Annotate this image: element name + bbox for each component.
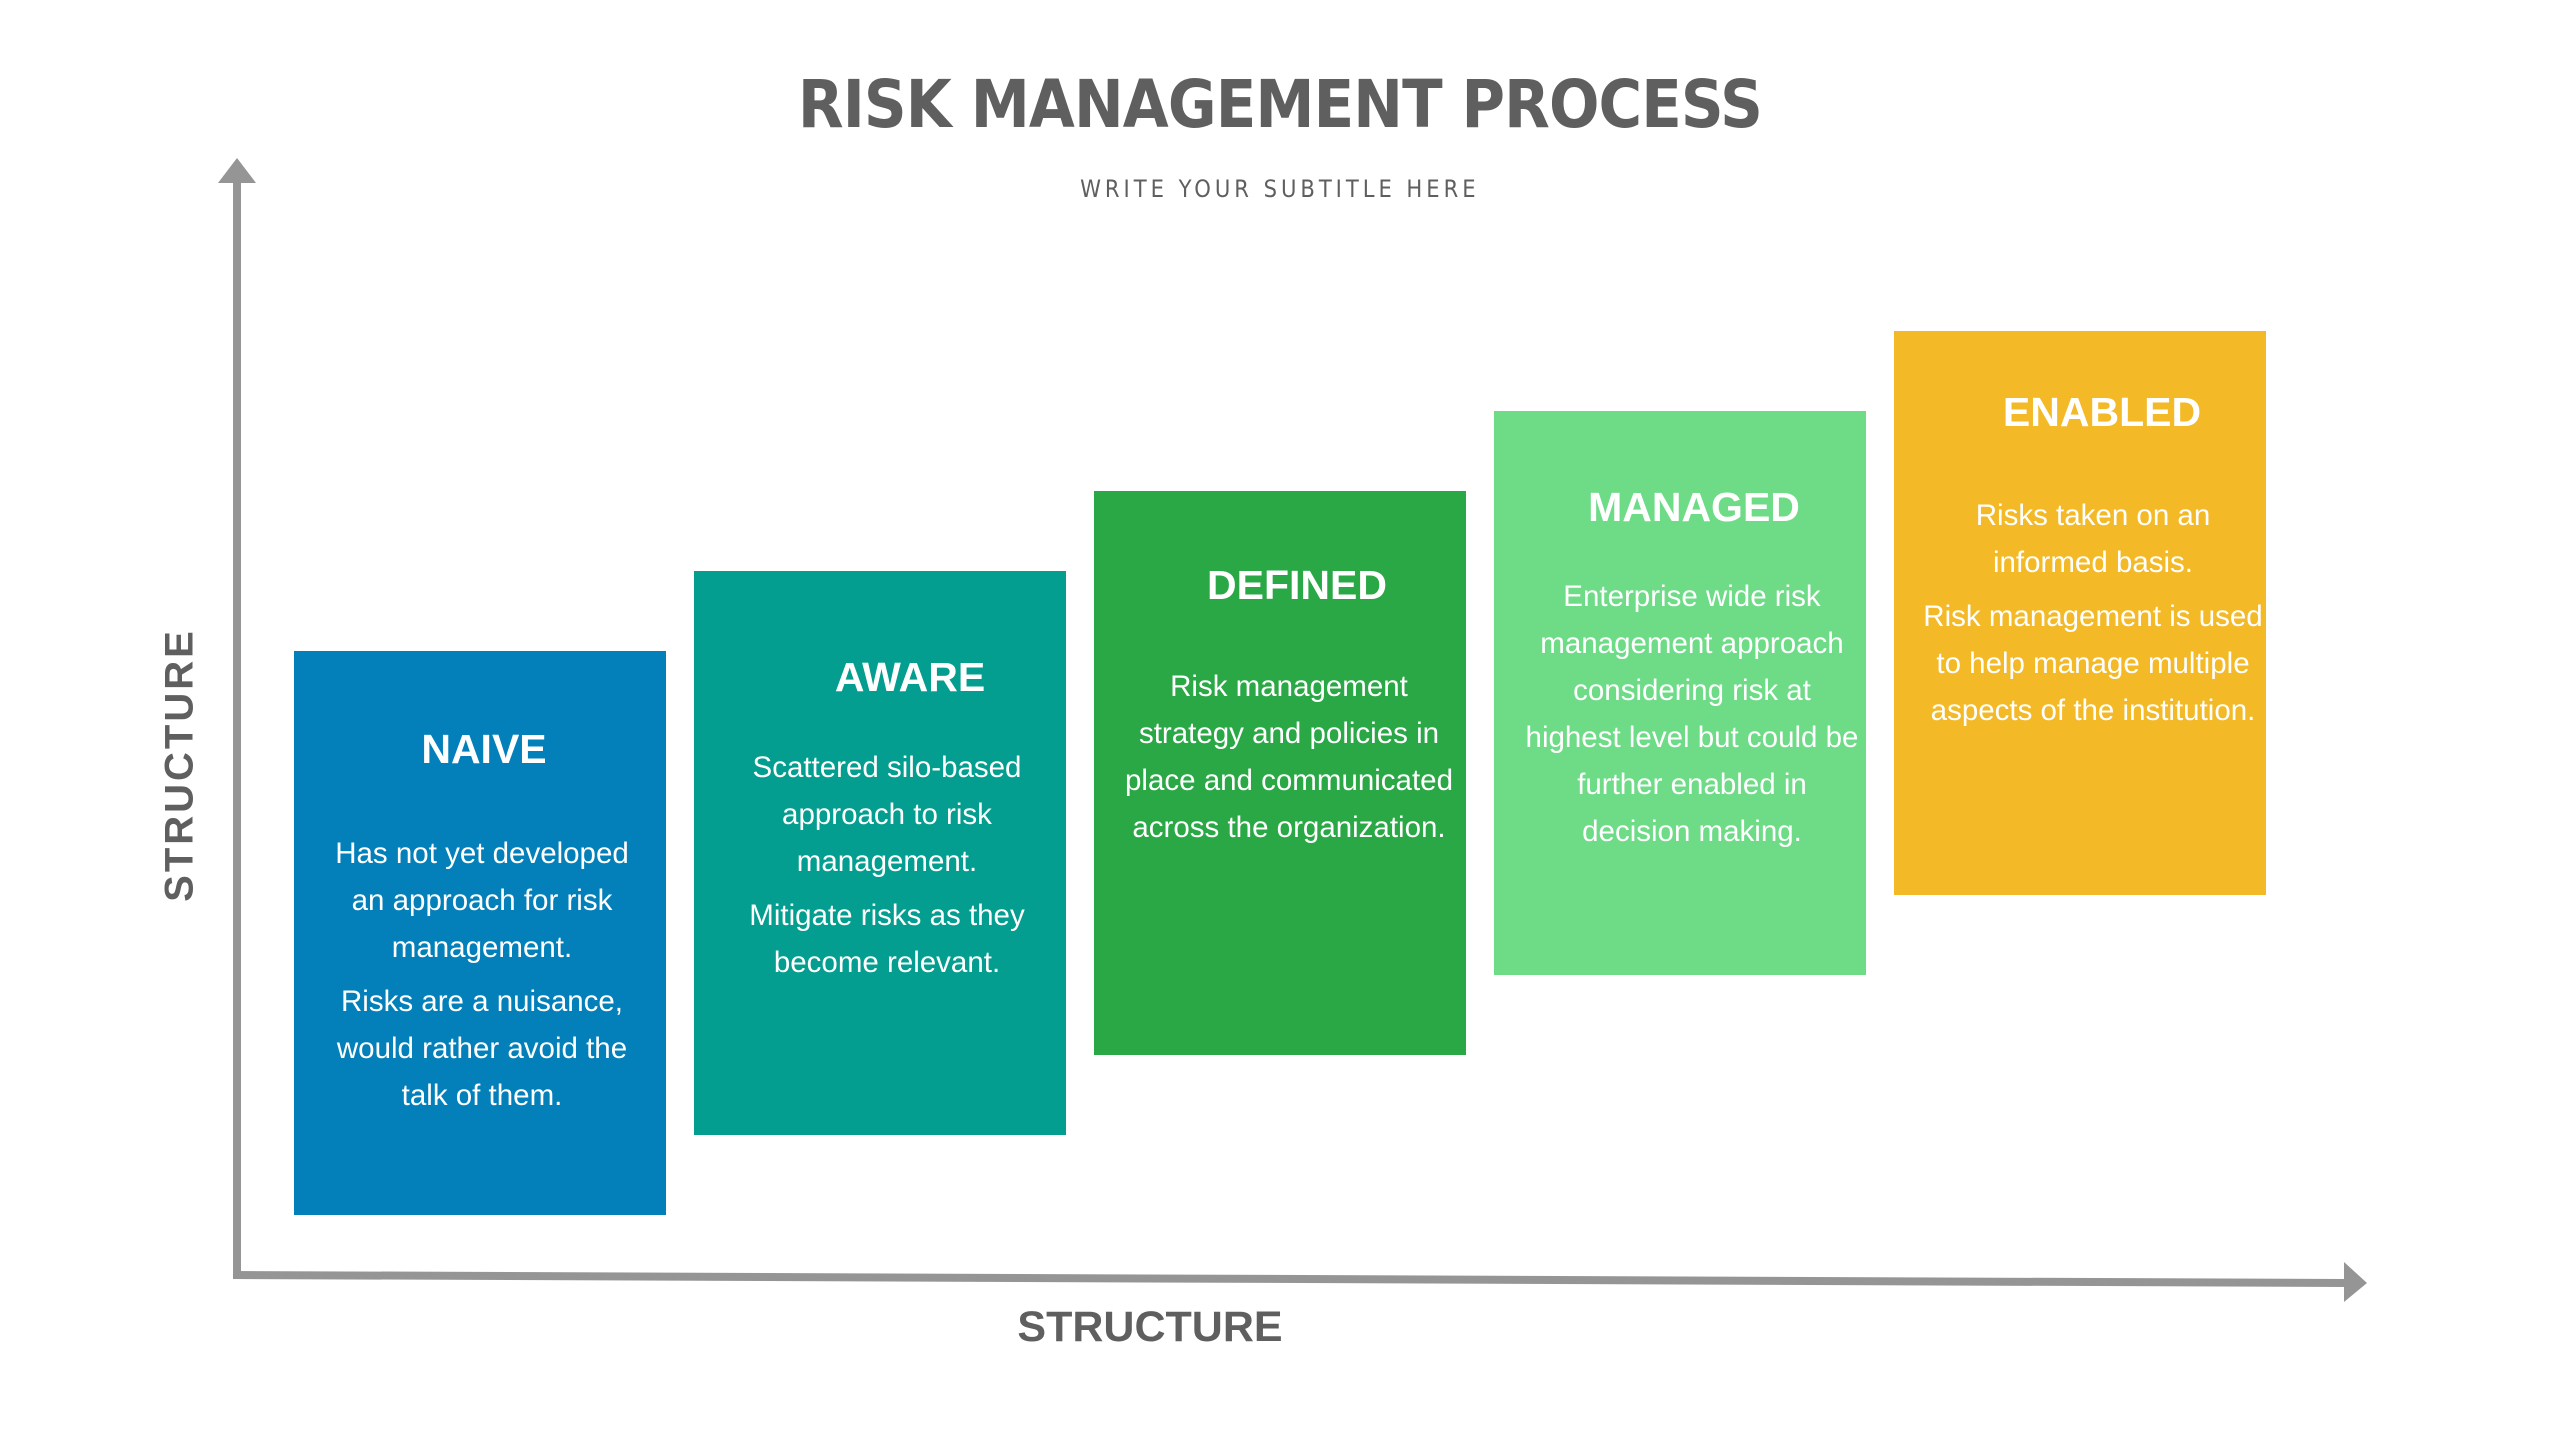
stage-paragraph: Risks are a nuisance, would rather avoid…: [336, 985, 628, 1112]
stage-paragraph: Risks taken on an informed basis.: [1975, 499, 2211, 579]
page-title: RISK MANAGEMENT PROCESS: [797, 66, 1763, 143]
stage-title: NAIVE: [421, 726, 547, 772]
stage-paragraph: Has not yet developed an approach for ri…: [335, 837, 629, 964]
stage-description: Risks taken on an informed basis. Risk m…: [1907, 492, 2279, 741]
x-axis-arrow-icon: [233, 1262, 2367, 1302]
stage-card-defined: DEFINED Risk management strategy and pol…: [1094, 491, 1466, 1055]
stage-paragraph: Risk management strategy and policies in…: [1125, 670, 1453, 844]
stage-title: DEFINED: [1207, 562, 1387, 608]
stage-card-managed: MANAGED Enterprise wide risk management …: [1494, 411, 1866, 975]
stage-description: Risk management strategy and policies in…: [1103, 663, 1475, 858]
stage-paragraph: Scattered silo-based approach to risk ma…: [752, 751, 1022, 878]
stage-paragraph: Risk management is used to help manage m…: [1923, 600, 2263, 727]
stage-description: Has not yet developed an approach for ri…: [296, 830, 668, 1126]
stage-card-enabled: ENABLED Risks taken on an informed basis…: [1894, 331, 2266, 895]
stage-description: Enterprise wide risk management approach…: [1506, 573, 1878, 862]
stage-title: AWARE: [834, 654, 986, 700]
stage-paragraph: Mitigate risks as they become relevant.: [749, 899, 1025, 979]
stage-card-aware: AWARE Scattered silo-based approach to r…: [694, 571, 1066, 1135]
stage-paragraph: Enterprise wide risk management approach…: [1525, 580, 1859, 848]
stage-card-naive: NAIVE Has not yet developed an approach …: [294, 651, 666, 1215]
y-axis-arrow-icon: [218, 158, 256, 1279]
stage-description: Scattered silo-based approach to risk ma…: [701, 744, 1073, 993]
page-subtitle: WRITE YOUR SUBTITLE HERE: [1080, 175, 1480, 203]
x-axis-label: STRUCTURE: [1017, 1303, 1283, 1351]
y-axis-label: STRUCTURE: [157, 628, 202, 902]
stage-title: MANAGED: [1588, 484, 1800, 530]
stage-title: ENABLED: [2002, 389, 2202, 435]
